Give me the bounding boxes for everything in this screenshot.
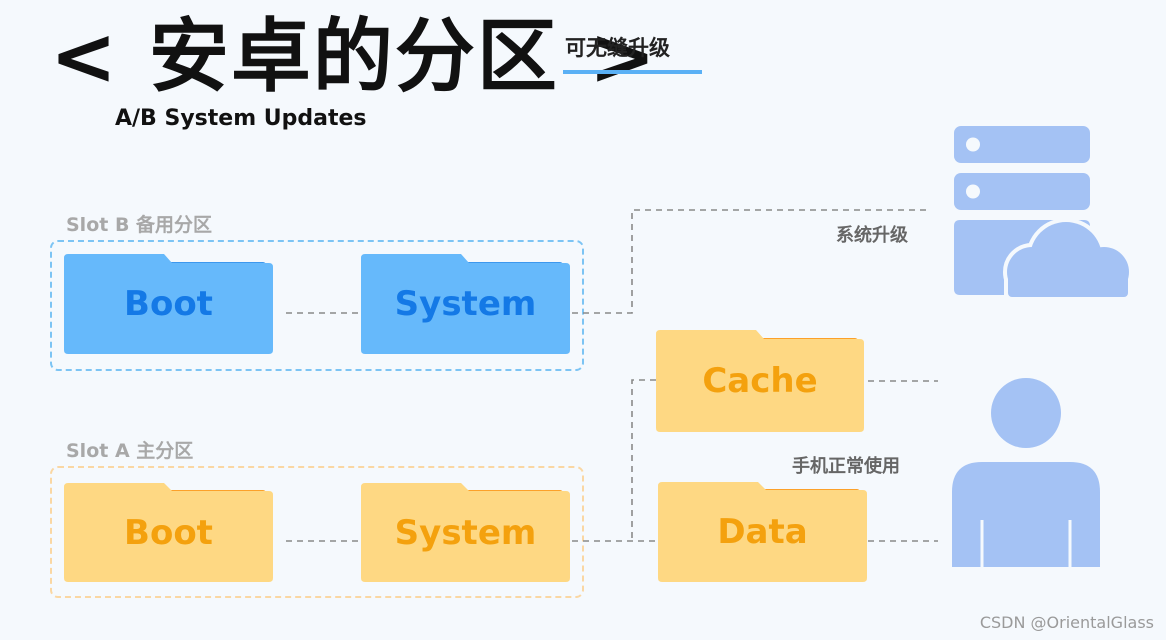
slot-a-label: Slot A 主分区 [66,440,194,462]
folder-icon-slot-b-boot [64,254,273,354]
folder-icon-cache [656,330,864,432]
page-title: < 安卓的分区 > [50,10,658,103]
user-icon [952,378,1100,567]
folder-icon-slot-b-system [361,254,570,354]
connector-cache-branch [631,379,656,541]
slot-b-group [50,240,584,371]
english-title: A/B System Updates [115,106,367,131]
slot-b-label: Slot B 备用分区 [66,214,213,236]
data-label: Data [717,512,808,552]
subtitle-underline [563,70,702,74]
connector-system-upgrade [572,209,928,314]
folder-icon-slot-a-system [361,483,570,582]
cache-label: Cache [702,361,818,401]
phone-usage-label: 手机正常使用 [792,456,900,477]
watermark: CSDN @OrientalGlass [979,613,1154,632]
folder-icon-slot-a-boot [64,483,273,582]
folder-icon-data [658,482,867,582]
slot-a-system-label: System [394,513,537,553]
slot-b-boot-label: Boot [124,284,213,324]
system-upgrade-label: 系统升级 [836,225,908,246]
slot-a-group [50,466,584,598]
page-subtitle: 可无缝升级 [565,36,670,60]
slot-b-system-label: System [394,284,537,324]
server-cloud-icon [954,126,1133,301]
slot-a-boot-label: Boot [124,513,213,553]
